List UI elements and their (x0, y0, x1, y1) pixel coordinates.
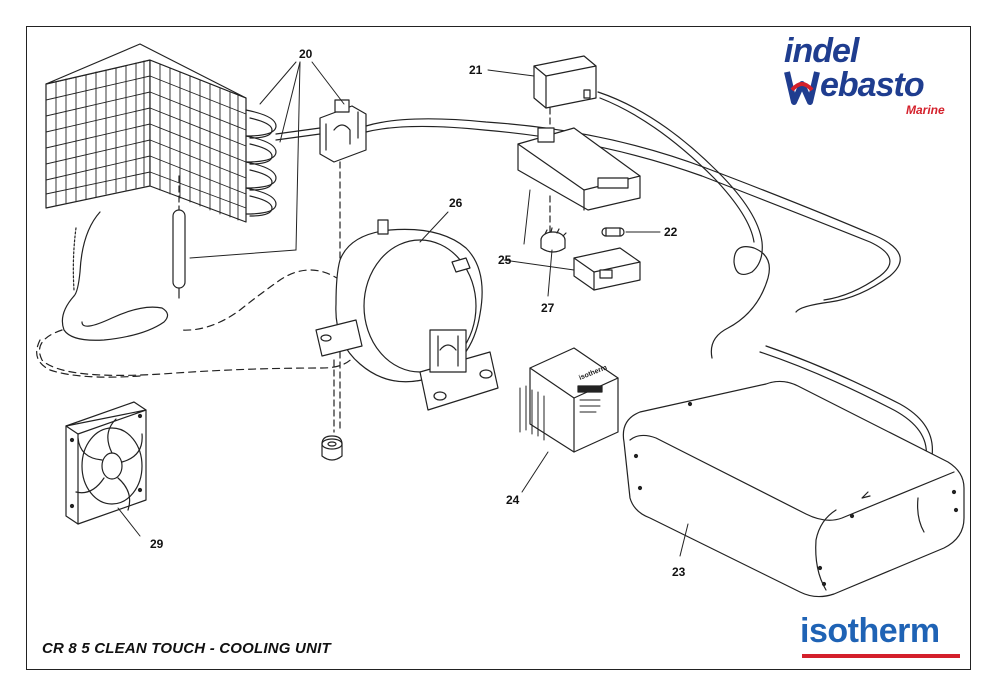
diagram-frame (26, 26, 971, 670)
callout-27: 27 (541, 301, 555, 315)
callout-26: 26 (449, 196, 463, 210)
knob-gear (540, 227, 567, 253)
callout-21: 21 (469, 63, 483, 77)
refrigerant-tube (275, 118, 901, 313)
pipe-clamp (319, 99, 367, 431)
isotherm-logo-underline (802, 654, 960, 658)
evaporator-grid (45, 43, 277, 341)
compressor (315, 219, 499, 433)
drier-filter (172, 175, 186, 299)
evaporator-plate (622, 380, 965, 598)
diagram-caption: CR 8 5 CLEAN TOUCH - COOLING UNIT (42, 640, 331, 657)
isotherm-logo: isotherm (800, 612, 940, 650)
fuse (601, 227, 625, 237)
callout-25: 25 (498, 253, 512, 267)
brand-webasto-text: ebasto (820, 66, 925, 104)
brand-marine-text: Marine (906, 103, 945, 117)
indel-webasto-logo: indel ebasto Marine (776, 30, 960, 122)
capillary-dashed-line-2 (36, 339, 141, 378)
brand-indel-text: indel (784, 32, 859, 70)
leader-lines (117, 61, 689, 557)
electronic-unit (519, 347, 619, 453)
callout-20: 20 (299, 47, 313, 61)
callout-22: 22 (664, 225, 678, 239)
capillary-dashed-line (38, 329, 359, 376)
callout-23: 23 (672, 565, 686, 579)
callout-29: 29 (150, 537, 164, 551)
rubber-grommet (321, 435, 343, 461)
capillary-dashed-line-3 (179, 269, 341, 331)
control-board (573, 247, 641, 291)
webasto-w-mark (784, 71, 820, 105)
capillary-coil (597, 91, 770, 359)
callout-24: 24 (506, 493, 520, 507)
thermostat (533, 55, 597, 137)
fan (65, 401, 147, 525)
electronic-box (517, 127, 641, 233)
